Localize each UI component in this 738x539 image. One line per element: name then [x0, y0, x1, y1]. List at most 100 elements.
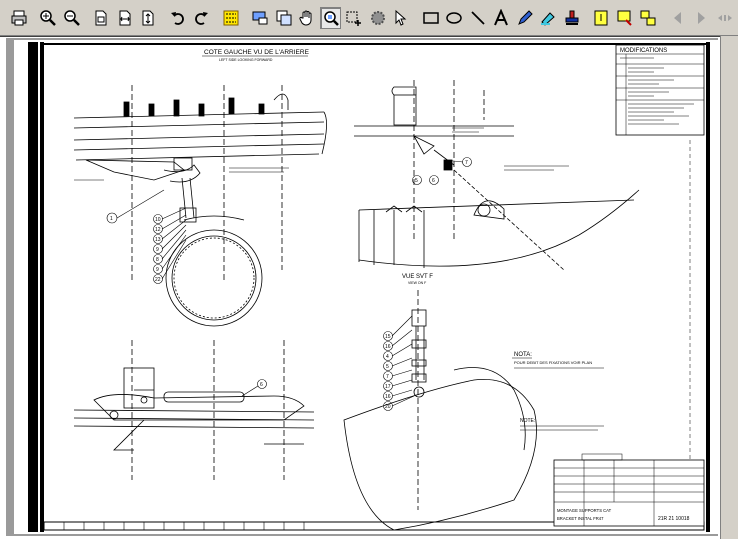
rectangle-button[interactable]: [420, 7, 442, 29]
fit-height-button[interactable]: [137, 7, 159, 29]
exit-icon: [717, 14, 732, 21]
layers-button[interactable]: [220, 7, 242, 29]
drawing-title: COTE GAUCHE VU DE L'ARRIERE: [204, 49, 310, 56]
note-link-button[interactable]: [638, 7, 660, 29]
svg-text:9: 9: [156, 247, 159, 253]
engineering-drawing: COTE GAUCHE VU DE L'ARRIERE LEFT SIDE LO…: [14, 40, 718, 534]
stamp-gear-icon: [370, 10, 385, 25]
layers-icon: [223, 10, 239, 25]
exit-button[interactable]: [714, 7, 736, 29]
ellipse-button[interactable]: [443, 7, 465, 29]
section-callouts: [383, 315, 415, 411]
line-icon: [471, 10, 485, 25]
rotate-right-button[interactable]: [190, 7, 212, 29]
title-block-line-1: MONTAGE SUPPORTS CAT: [557, 508, 612, 513]
redline-stamp-icon: [565, 10, 579, 25]
rotate-right-icon: [195, 11, 209, 25]
zoom-in-icon: [40, 9, 57, 26]
rectangle-icon: [422, 11, 439, 24]
zoom-out-button[interactable]: [61, 7, 83, 29]
svg-text:5: 5: [415, 178, 418, 184]
rotate-left-button[interactable]: [167, 7, 189, 29]
zoom-rectangle-button[interactable]: [249, 7, 271, 29]
svg-text:12: 12: [155, 227, 161, 233]
svg-text:8: 8: [156, 257, 159, 263]
vertical-scrollbar[interactable]: [720, 36, 738, 539]
note-add-button[interactable]: [614, 7, 636, 29]
zoom-add-icon: [346, 11, 362, 26]
text-icon: [494, 8, 509, 25]
text-button[interactable]: [491, 7, 513, 29]
zoom-tool-button[interactable]: [319, 6, 342, 29]
magnifier-window-icon: [276, 10, 292, 25]
title-block-line-2: BRACKET INSTAL FR47: [557, 516, 604, 521]
svg-text:10: 10: [155, 217, 161, 223]
section-view: [343, 290, 537, 531]
svg-text:17: 17: [385, 384, 391, 390]
next-page-button[interactable]: [691, 7, 713, 29]
modifications-block: MODIFICATIONS: [615, 44, 705, 136]
top-right-callouts: [412, 157, 472, 185]
view-label: VUE SVT F: [402, 274, 433, 280]
rotate-left-icon: [170, 11, 184, 25]
top-right-view: [354, 80, 640, 271]
highlighter-button[interactable]: [538, 7, 560, 29]
fit-width-button[interactable]: [114, 7, 136, 29]
left-callout-numbers: 1 10 12 13 9 8 9 22: [110, 216, 161, 283]
fit-page-button[interactable]: [90, 7, 112, 29]
redline-stamp-button[interactable]: [561, 7, 583, 29]
nota-text: POUR DEBIT DES FIXATIONS VOIR PLAN: [514, 360, 592, 365]
zoom-in-button[interactable]: [37, 7, 59, 29]
svg-text:6: 6: [432, 178, 435, 184]
print-button[interactable]: [8, 7, 30, 29]
svg-text:16: 16: [385, 394, 391, 400]
note-link-icon: [640, 10, 656, 25]
pan-button[interactable]: [296, 7, 318, 29]
bottom-left-view: [73, 340, 315, 480]
svg-text:13: 13: [155, 237, 161, 243]
left-side-view: [73, 85, 327, 327]
drawing-number: 21R 21 10018: [658, 516, 690, 522]
page-width-icon: [119, 10, 131, 25]
drawing-subtitle: LEFT SIDE LOOKING FORWARD: [219, 58, 273, 62]
note-icon: [594, 10, 608, 25]
left-callouts: [106, 189, 187, 284]
title-block: MONTAGE SUPPORTS CAT BRACKET INSTAL FR47…: [553, 453, 705, 527]
toolbar: [0, 0, 738, 36]
zoom-rectangle-icon: [252, 11, 268, 24]
pen-button[interactable]: [514, 7, 536, 29]
page-height-icon: [142, 10, 154, 25]
nota-label: NOTA:: [514, 352, 532, 358]
svg-text:6: 6: [260, 382, 263, 388]
printer-icon: [11, 10, 27, 25]
svg-text:5: 5: [386, 364, 389, 370]
document-canvas[interactable]: COTE GAUCHE VU DE L'ARRIERE LEFT SIDE LO…: [0, 36, 738, 539]
magnifier-window-button[interactable]: [273, 7, 295, 29]
svg-text:7: 7: [386, 374, 389, 380]
prev-page-button[interactable]: [667, 7, 689, 29]
hand-icon: [299, 10, 312, 26]
next-page-icon: [698, 11, 706, 24]
line-button[interactable]: [467, 7, 489, 29]
svg-text:7: 7: [465, 160, 468, 166]
note-label: NOTE:: [520, 418, 535, 424]
svg-text:20: 20: [385, 404, 391, 410]
zoom-tool-icon: [323, 10, 339, 26]
note-add-icon: [617, 10, 632, 26]
arrow-cursor-icon: [395, 9, 407, 26]
pen-icon: [517, 9, 533, 25]
ellipse-icon: [446, 11, 462, 24]
svg-text:9: 9: [156, 267, 159, 273]
svg-text:16: 16: [385, 344, 391, 350]
note-button[interactable]: [591, 7, 613, 29]
stamp-gear-button[interactable]: [367, 7, 389, 29]
svg-text:4: 4: [386, 354, 389, 360]
highlighter-icon: [541, 11, 556, 26]
modifications-title: MODIFICATIONS: [620, 48, 667, 54]
svg-text:15: 15: [385, 334, 391, 340]
select-button[interactable]: [391, 7, 413, 29]
svg-text:22: 22: [155, 277, 161, 283]
zoom-out-icon: [63, 9, 80, 26]
zoom-add-button[interactable]: [343, 7, 365, 29]
